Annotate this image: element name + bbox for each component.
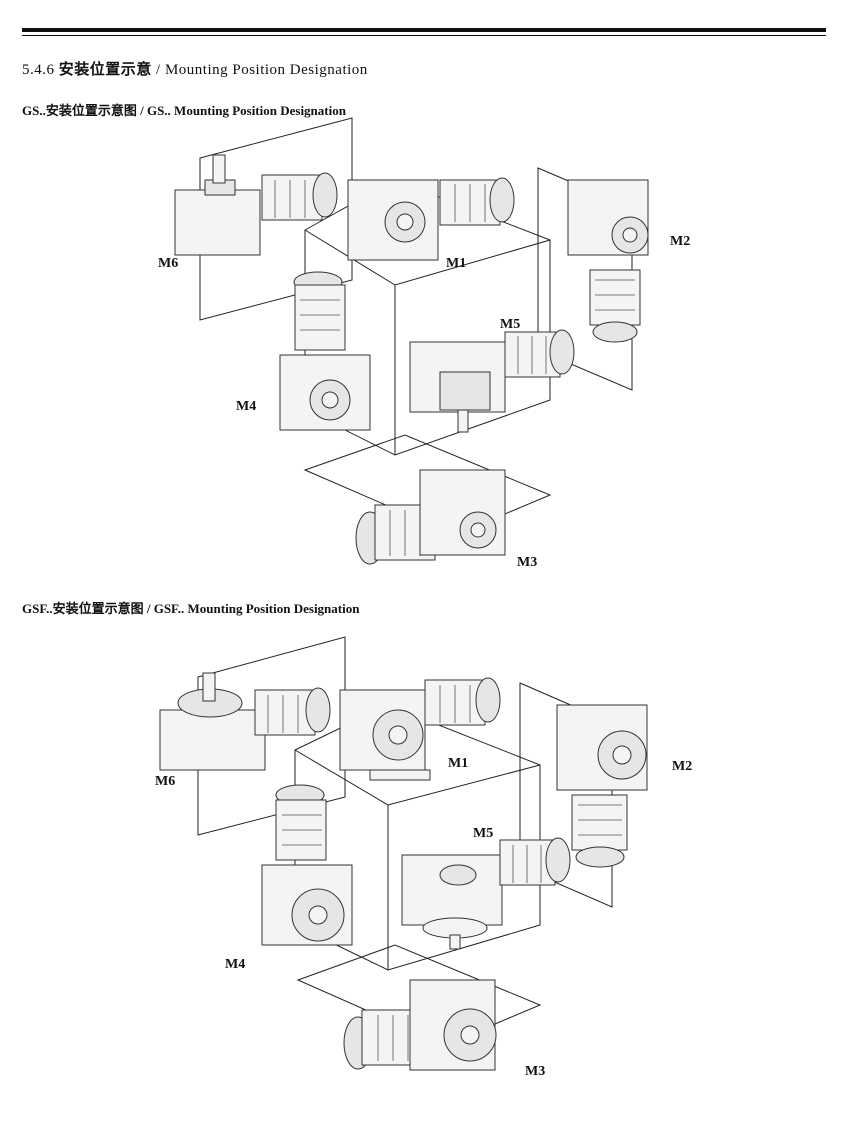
gs-label-m5: M5 (500, 317, 520, 332)
gs-plane-m6 (199, 117, 353, 321)
gsf-label-m3: M3 (525, 1064, 545, 1079)
gsf-gearmotor-m1 (339, 677, 501, 781)
gs-gearmotor-m4 (279, 271, 371, 431)
gs-gearmotor-m1 (347, 177, 515, 261)
gs-gearmotor-m6 (174, 154, 338, 256)
gs-gearmotor-m3 (355, 469, 506, 565)
gs-label-m4: M4 (236, 399, 256, 414)
gsf-mounting-diagram: M6 M1 M2 M5 M4 M3 (155, 636, 692, 1079)
gsf-label-m6: M6 (155, 774, 175, 789)
gs-gearmotor-m5 (409, 329, 575, 433)
gsf-label-m5: M5 (473, 826, 493, 841)
gs-label-m3: M3 (517, 555, 537, 570)
section-separator: / (156, 62, 161, 78)
gs-gearmotor-m2 (567, 179, 649, 343)
gs-label-m1: M1 (446, 256, 466, 271)
gs-mounting-diagram: M6 M1 M2 M5 M4 M3 (158, 117, 690, 570)
gsf-label-m2: M2 (672, 759, 692, 774)
gs-diagram-title: GS..安装位置示意图 / GS.. Mounting Position Des… (22, 103, 346, 118)
gsf-gearmotor-m4 (261, 784, 353, 946)
gs-label-m6: M6 (158, 256, 178, 271)
gs-label-m2: M2 (670, 234, 690, 249)
gsf-gearmotor-m5 (401, 837, 571, 950)
header-rule-thin (22, 35, 826, 36)
gsf-label-m1: M1 (448, 756, 468, 771)
header-rule-thick (22, 28, 826, 32)
gsf-label-m4: M4 (225, 957, 245, 972)
section-number: 5.4.6 (22, 62, 55, 78)
section-heading: 5.4.6 安装位置示意 / Mounting Position Designa… (22, 58, 368, 79)
gsf-gearmotor-m3 (343, 979, 497, 1071)
gsf-plane-m6 (197, 636, 346, 836)
section-title-en: Mounting Position Designation (164, 62, 368, 78)
gsf-gearmotor-m2 (556, 704, 648, 868)
section-title-cn: 安装位置示意 (58, 60, 152, 78)
gsf-diagram-title: GSF..安装位置示意图 / GSF.. Mounting Position D… (22, 601, 360, 616)
gsf-gearmotor-m6 (159, 672, 331, 771)
